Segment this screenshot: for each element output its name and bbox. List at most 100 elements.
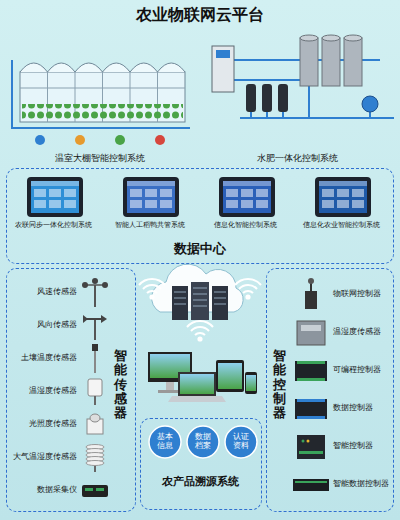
tablet-icon (34, 200, 46, 208)
sensor-icon (102, 282, 108, 288)
node-label: 风向传感器 (11, 320, 77, 330)
tablet-screen: 农联同步一体化控制系统 (9, 175, 101, 235)
node-label: 数据采集仪 (11, 485, 77, 495)
cloud-server (152, 264, 244, 320)
water-fertilizer-illustration (212, 35, 394, 118)
ctrl-icon (291, 467, 331, 501)
controller-item: 物联网控制器 (291, 277, 393, 311)
ctrl-icon (297, 321, 325, 345)
ctrl-icon (293, 479, 329, 491)
tablet-icon (160, 200, 172, 208)
wifi-symbol (198, 337, 201, 340)
node-label: 智能控制器 (333, 441, 393, 451)
wifi-symbol (139, 279, 165, 293)
sensor-icon (82, 485, 108, 497)
sensor-item: 大气温湿度传感器 (11, 442, 109, 472)
node-label: 信息化智能控制系统 (201, 221, 290, 229)
page-title: 农业物联网云平台 (0, 5, 400, 26)
group-heading: 智能控制器 (273, 349, 286, 420)
ctrl-icon (305, 291, 317, 309)
ctrl-icon (297, 378, 325, 381)
water-fertilizer-illustration (300, 35, 318, 41)
greenhouse-illustration (12, 60, 190, 128)
node-label: 温湿度传感器 (11, 386, 77, 396)
circle-icon (187, 426, 219, 458)
ctrl-icon (291, 429, 331, 463)
cloud-server (172, 286, 188, 320)
water-fertilizer-illustration (262, 84, 272, 112)
sensor-icon (88, 379, 102, 396)
tablet-icon (34, 189, 46, 197)
tablet-icon (352, 200, 364, 208)
tablet-icon (127, 181, 175, 186)
water-fertilizer-illustration (344, 35, 362, 41)
sensor-icon (81, 442, 109, 472)
water-fertilizer-illustration (300, 38, 318, 86)
tablet-icon (31, 181, 79, 213)
ctrl-icon (291, 353, 331, 387)
tablet-icon (64, 200, 76, 208)
sensor-icon (85, 488, 93, 491)
tablet-screen: 信息化智能控制系统 (201, 175, 293, 235)
node-label: 基本信息 (157, 433, 173, 451)
system-panel: 温室大棚智能控制系统 (8, 24, 194, 166)
tablet-icon (241, 200, 253, 208)
ctrl-icon (295, 399, 327, 419)
ctrl-icon (302, 440, 305, 443)
group-heading: 智能传感器 (114, 349, 127, 420)
wifi-symbol (235, 279, 261, 293)
node-label: 农产品溯源系统 (141, 475, 260, 488)
node-label: 认证资料 (233, 433, 249, 451)
tablet-icon (241, 189, 253, 197)
data-center-box: 数据中心 农联同步一体化控制系统智能人工稻鸭共管系统信息化智能控制系统信息化农业智… (6, 168, 394, 264)
terminal-devices (180, 374, 214, 394)
node-label: 土壤温度传感器 (11, 353, 77, 363)
tablet-icon (297, 175, 389, 219)
tablet-icon (223, 181, 271, 213)
tablet-screen: 智能人工稻鸭共管系统 (105, 175, 197, 235)
ctrl-icon (299, 451, 323, 454)
greenhouse-illustration (20, 72, 185, 122)
terminal-devices (148, 352, 257, 402)
sensor-icon (94, 466, 96, 472)
controller-item: 温湿度传感器 (291, 315, 393, 349)
node-label: 数据控制器 (333, 403, 393, 413)
tablet-icon (319, 181, 367, 186)
sensor-item: 光照度传感器 (11, 409, 109, 439)
tablet-icon (31, 181, 79, 186)
cloud-server (212, 286, 228, 320)
tablet-icon (27, 177, 83, 217)
node-label: 光照度传感器 (11, 419, 77, 429)
sensor-icon (90, 414, 100, 422)
water-fertilizer-illustration (212, 46, 234, 92)
ctrl-icon (295, 481, 327, 483)
sensor-group: 智能传感器 风速传感器风向传感器土壤温度传感器温湿度传感器光照度传感器大气温湿度传… (6, 268, 136, 512)
sensor-icon (94, 285, 96, 307)
controller-item: 智能控制器 (291, 429, 393, 463)
tablet-icon (352, 189, 364, 197)
greenhouse-illustration (35, 135, 45, 145)
sensor-icon (96, 488, 104, 491)
controller-item: 智能数据控制器 (291, 467, 393, 501)
node-label: 风速传感器 (11, 287, 77, 297)
node-label: 温湿度传感器 (333, 327, 393, 337)
sensor-item: 风向传感器 (11, 310, 109, 340)
circle-icon (225, 426, 257, 458)
ctrl-icon (301, 325, 321, 331)
greenhouse-illustration (115, 135, 125, 145)
sensor-icon (84, 315, 107, 323)
ctrl-icon (297, 435, 325, 459)
terminal-devices (216, 360, 244, 392)
tablet-screen: 信息化农业智能控制系统 (297, 175, 389, 235)
circle-icon (149, 426, 181, 458)
ctrl-icon (297, 416, 325, 419)
wifi-symbol (187, 321, 213, 335)
water-fertilizer-illustration (216, 50, 230, 58)
tablet-icon (130, 200, 142, 208)
ctrl-icon (308, 278, 314, 284)
tablet-icon (9, 175, 101, 219)
node-label: 数据中心 (7, 241, 392, 257)
sensor-icon (92, 344, 98, 351)
tablet-icon (127, 181, 175, 213)
greenhouse-illustration (75, 135, 85, 145)
